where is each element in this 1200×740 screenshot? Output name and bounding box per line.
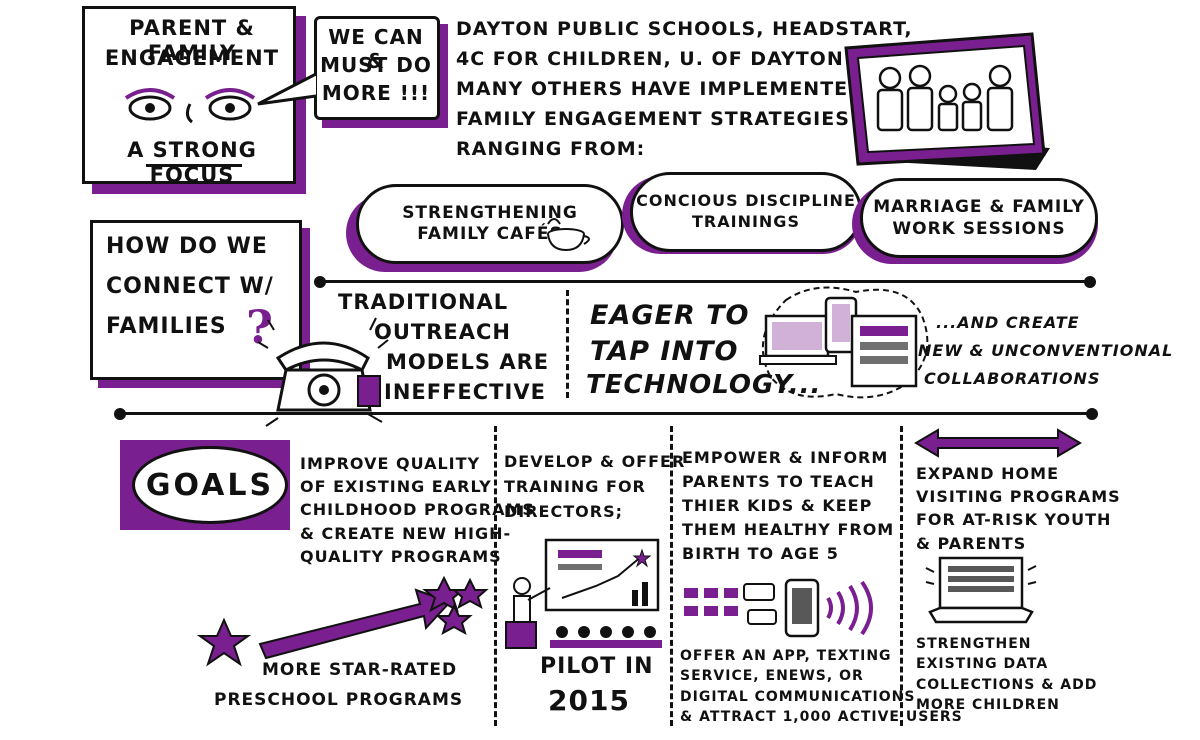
laptop-icon bbox=[925, 556, 1037, 624]
eager-line-2: tap into bbox=[590, 336, 739, 367]
goal-1-line-2: of existing early bbox=[300, 477, 492, 497]
question-line-1: How do we bbox=[106, 234, 268, 259]
strengthen-line-3: collections & add bbox=[916, 676, 1098, 693]
question-mark: ? bbox=[246, 300, 273, 354]
pilot-line-2: 2015 bbox=[548, 684, 630, 717]
presenter-icon bbox=[505, 538, 662, 649]
star-rated-line-1: More Star-Rated bbox=[262, 660, 458, 680]
eager-line-3: technology... bbox=[586, 370, 822, 400]
offer-line-1: Offer an app, texting bbox=[680, 648, 892, 664]
goal-4-line-3: for at-risk youth bbox=[916, 510, 1112, 530]
strategy-1-line-1: Strengthening bbox=[402, 202, 578, 223]
strengthen-line-2: existing data bbox=[916, 656, 1049, 673]
intro-line-5: ranging from: bbox=[456, 138, 646, 160]
create-line-1: ...and create bbox=[936, 313, 1080, 332]
goals-label: GOALS bbox=[145, 467, 275, 503]
speech-bubble bbox=[314, 16, 440, 120]
double-arrow-icon bbox=[914, 428, 1082, 458]
title-line-1: Parent & Family bbox=[129, 16, 255, 65]
divider-bottom bbox=[120, 412, 1092, 415]
strategy-cloud-1: Strengthening Family Cafés bbox=[356, 184, 624, 264]
star-arrow-icon bbox=[196, 575, 489, 667]
eager-line-1: Eager to bbox=[590, 300, 750, 331]
divider-dot-right bbox=[1084, 276, 1096, 288]
intro-line-2: 4C for Children, U. of Dayton & bbox=[456, 48, 869, 70]
speech-line-2: must do bbox=[320, 53, 432, 77]
eyes-icon bbox=[124, 88, 256, 124]
title-box bbox=[82, 6, 296, 184]
question-box bbox=[90, 220, 302, 380]
goal-1-line-5: quality programs bbox=[300, 546, 502, 566]
intro-line-1: Dayton Public Schools, HeadStart, bbox=[456, 18, 913, 40]
title-line-2: Engagement bbox=[104, 46, 280, 70]
rotary-phone-icon bbox=[257, 317, 389, 427]
intro-line-4: Family Engagement Strategies bbox=[456, 108, 850, 130]
question-line-2: connect w/ bbox=[106, 274, 274, 299]
traditional-line-4: Ineffective bbox=[384, 380, 546, 404]
offer-text: Offer an app, texting service, eNews, or… bbox=[680, 646, 963, 727]
divider-vertical-top bbox=[566, 290, 569, 398]
star-rated-line-2: Preschool Programs bbox=[214, 690, 464, 710]
divider-goal-2 bbox=[670, 426, 673, 726]
goal-1-text: Improve quality of existing early childh… bbox=[300, 452, 535, 568]
traditional-line-1: Traditional bbox=[338, 290, 509, 314]
goal-2-text: Develop & offer training for directors; bbox=[504, 450, 685, 524]
offer-line-3: digital communications bbox=[680, 688, 916, 705]
strategy-3-line-1: Marriage & Family bbox=[873, 196, 1085, 217]
devices-icon bbox=[759, 286, 929, 399]
divider-top bbox=[320, 280, 1090, 283]
speech-bubble-tail bbox=[257, 72, 317, 106]
goal-3-line-1: Empower & inform bbox=[682, 448, 889, 467]
traditional-line-3: Models are bbox=[386, 350, 550, 374]
goal-4-line-2: visiting programs bbox=[916, 487, 1121, 507]
goal-2-line-1: Develop & offer bbox=[504, 452, 686, 471]
strengthen-line-1: Strengthen bbox=[916, 636, 1032, 652]
goal-4-text: Expand home visiting programs for at-ris… bbox=[916, 462, 1121, 555]
create-line-3: collaborations bbox=[924, 369, 1101, 388]
offer-line-2: service, eNews, or bbox=[680, 668, 864, 685]
offer-line-4: & attract 1,000 active users bbox=[680, 708, 963, 725]
speech-line-3: more !!! bbox=[321, 81, 431, 105]
goal-2-line-2: training for bbox=[504, 476, 646, 496]
strategy-2-line-2: Trainings bbox=[692, 212, 800, 231]
pilot-line-1: Pilot in bbox=[540, 654, 654, 679]
question-line-3: families bbox=[106, 314, 227, 339]
strategy-2-line-1: Concious Discipline bbox=[636, 191, 856, 211]
strengthen-text: Strengthen existing data collections & a… bbox=[916, 634, 1097, 715]
strengthen-line-4: more children bbox=[916, 696, 1060, 713]
strategy-cloud-2: Concious Discipline Trainings bbox=[630, 172, 862, 252]
divider-goal-3 bbox=[900, 426, 903, 726]
goal-1-line-3: childhood programs bbox=[300, 500, 535, 520]
chat-bubbles-icon bbox=[684, 578, 873, 638]
goal-1-line-4: & create new high- bbox=[300, 523, 512, 543]
goal-1-line-1: Improve quality bbox=[300, 454, 481, 473]
goal-2-line-3: directors; bbox=[504, 501, 623, 521]
divider-bottom-dot-right bbox=[1086, 408, 1098, 420]
goal-4-line-1: Expand home bbox=[916, 464, 1059, 483]
coffee-cup-icon bbox=[547, 218, 590, 252]
create-line-2: new & unconventional bbox=[918, 341, 1174, 360]
title-underline bbox=[146, 164, 242, 167]
goal-3-line-3: thier kids & keep bbox=[682, 496, 873, 515]
speech-line-1: We can & bbox=[328, 25, 424, 73]
goal-3-text: Empower & inform parents to teach thier … bbox=[682, 446, 894, 566]
traditional-line-2: Outreach bbox=[374, 320, 511, 344]
goal-3-line-4: them healthy from bbox=[682, 520, 895, 539]
goal-3-line-2: parents to teach bbox=[682, 472, 875, 491]
strategy-cloud-3: Marriage & Family Work Sessions bbox=[860, 178, 1098, 258]
goal-4-line-4: & parents bbox=[916, 533, 1027, 553]
intro-line-3: Many others have implemented bbox=[456, 78, 865, 100]
strategy-3-line-2: Work Sessions bbox=[892, 219, 1066, 239]
goal-3-line-5: birth to age 5 bbox=[682, 544, 839, 563]
divider-goal-1 bbox=[494, 426, 497, 726]
family-portrait-icon bbox=[844, 32, 1050, 170]
title-line-3: A Strong Focus bbox=[127, 138, 257, 187]
strategy-1-line-2: Family Cafés bbox=[417, 224, 563, 244]
goals-badge: GOALS bbox=[132, 446, 288, 524]
